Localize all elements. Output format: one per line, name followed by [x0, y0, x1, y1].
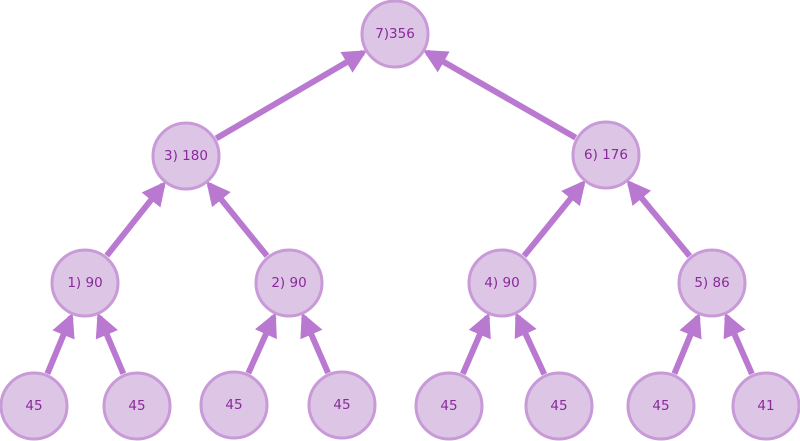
node-label: 5) 86 — [694, 275, 729, 291]
node-circle — [50, 248, 120, 318]
node-circle — [151, 121, 221, 191]
edge-arrow-n1-to-n3 — [104, 181, 166, 258]
node-label: 3) 180 — [164, 148, 208, 164]
edge-arrow-n3-to-root — [214, 50, 368, 141]
node-circle — [467, 248, 537, 318]
tree-node-l3: 45 — [199, 370, 269, 440]
node-label: 45 — [652, 398, 669, 414]
node-circle — [102, 371, 172, 441]
tree-node-l6: 45 — [524, 371, 594, 441]
edge-arrow-l4-to-n2 — [300, 312, 331, 375]
tree-node-l8: 41 — [731, 371, 800, 441]
edge-arrow-l1-to-n1 — [44, 312, 75, 375]
edge-arrow-l3-to-n2 — [245, 312, 277, 375]
tree-node-l7: 45 — [626, 371, 696, 441]
tree-node-n5: 5) 86 — [677, 248, 747, 318]
tree-node-n1: 1) 90 — [50, 248, 120, 318]
edge-arrow-l6-to-n4 — [514, 312, 548, 376]
tree-node-n4: 4) 90 — [467, 248, 537, 318]
node-label: 41 — [757, 398, 774, 414]
tree-node-n6: 6) 176 — [571, 120, 641, 190]
node-circle — [360, 0, 430, 69]
node-circle — [0, 371, 69, 441]
node-label: 1) 90 — [67, 275, 102, 291]
edge-arrow-n6-to-root — [422, 49, 578, 141]
edge-arrow-n4-to-n6 — [521, 179, 586, 258]
node-circle — [626, 371, 696, 441]
edge-arrow-l7-to-n5 — [671, 312, 702, 375]
tree-node-n2: 2) 90 — [254, 248, 324, 318]
edges-layer — [44, 49, 755, 376]
node-label: 2) 90 — [271, 275, 306, 291]
tree-node-l4: 45 — [307, 370, 377, 440]
edge-arrow-l2-to-n1 — [95, 312, 127, 375]
node-circle — [254, 248, 324, 318]
tree-node-n3: 3) 180 — [151, 121, 221, 191]
node-circle — [571, 120, 641, 190]
tree-node-l2: 45 — [102, 371, 172, 441]
node-circle — [307, 370, 377, 440]
node-label: 45 — [333, 397, 350, 413]
edge-arrow-l8-to-n5 — [723, 312, 755, 376]
node-circle — [524, 371, 594, 441]
node-circle — [414, 371, 484, 441]
node-circle — [731, 371, 800, 441]
node-circle — [677, 248, 747, 318]
edge-arrow-l5-to-n4 — [460, 312, 491, 376]
node-label: 45 — [550, 398, 567, 414]
node-label: 6) 176 — [584, 147, 628, 163]
node-label: 45 — [128, 398, 145, 414]
node-label: 45 — [225, 397, 242, 413]
node-label: 4) 90 — [484, 275, 519, 291]
tree-node-root: 7)356 — [360, 0, 430, 69]
node-label: 7)356 — [375, 26, 415, 42]
edge-arrow-n2-to-n3 — [206, 181, 270, 258]
edge-arrow-n5-to-n6 — [626, 179, 692, 258]
tree-node-l1: 45 — [0, 371, 69, 441]
node-circle — [199, 370, 269, 440]
node-label: 45 — [25, 398, 42, 414]
node-label: 45 — [440, 398, 457, 414]
tree-node-l5: 45 — [414, 371, 484, 441]
